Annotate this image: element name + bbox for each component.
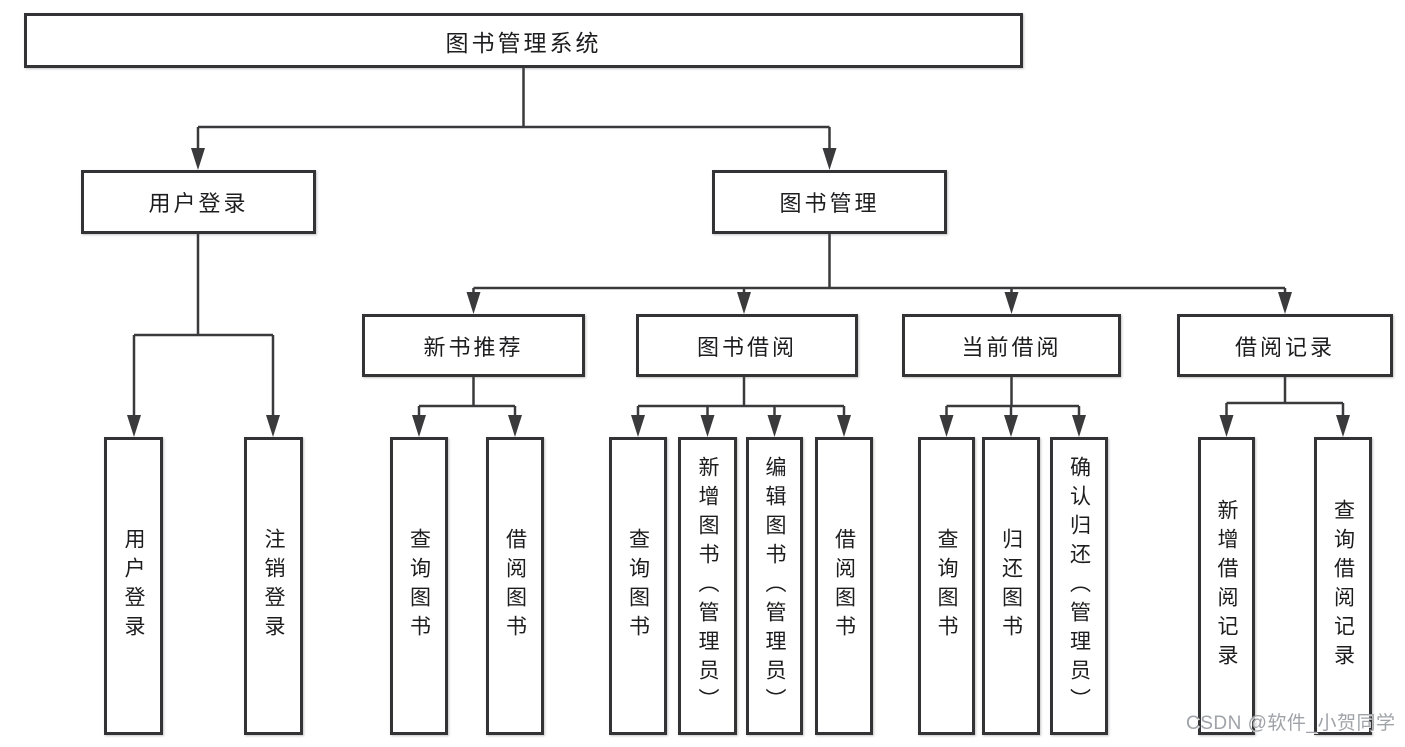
node-user-login: 用户登录	[81, 170, 316, 234]
node-book-management: 图书管理	[712, 170, 947, 234]
leaf-current-confirm-return-admin: 确认归还（管理员）	[1050, 437, 1108, 735]
leaf-logout: 注销登录	[244, 437, 303, 735]
node-current-borrow: 当前借阅	[902, 314, 1121, 377]
leaf-borrow-edit-books-admin: 编辑图书（管理员）	[746, 437, 803, 735]
node-new-book-recommend: 新书推荐	[362, 314, 585, 377]
csdn-watermark: CSDN @软件_小贺同学	[1186, 713, 1396, 734]
leaf-borrow-borrow-books: 借阅图书	[815, 437, 873, 735]
node-system-root: 图书管理系统	[24, 13, 1023, 68]
leaf-records-query-record: 查询借阅记录	[1314, 437, 1372, 735]
leaf-user-login: 用户登录	[104, 437, 163, 735]
leaf-records-add-record: 新增借阅记录	[1198, 437, 1255, 735]
node-borrow-records: 借阅记录	[1177, 314, 1393, 377]
leaf-borrow-query-books: 查询图书	[609, 437, 667, 735]
leaf-current-query-books: 查询图书	[918, 437, 975, 735]
leaf-recommend-borrow-books: 借阅图书	[486, 437, 544, 735]
node-book-borrow: 图书借阅	[636, 314, 858, 377]
leaf-current-return-books: 归还图书	[982, 437, 1040, 735]
leaf-recommend-query-books: 查询图书	[390, 437, 448, 735]
leaf-borrow-add-books-admin: 新增图书（管理员）	[678, 437, 737, 735]
